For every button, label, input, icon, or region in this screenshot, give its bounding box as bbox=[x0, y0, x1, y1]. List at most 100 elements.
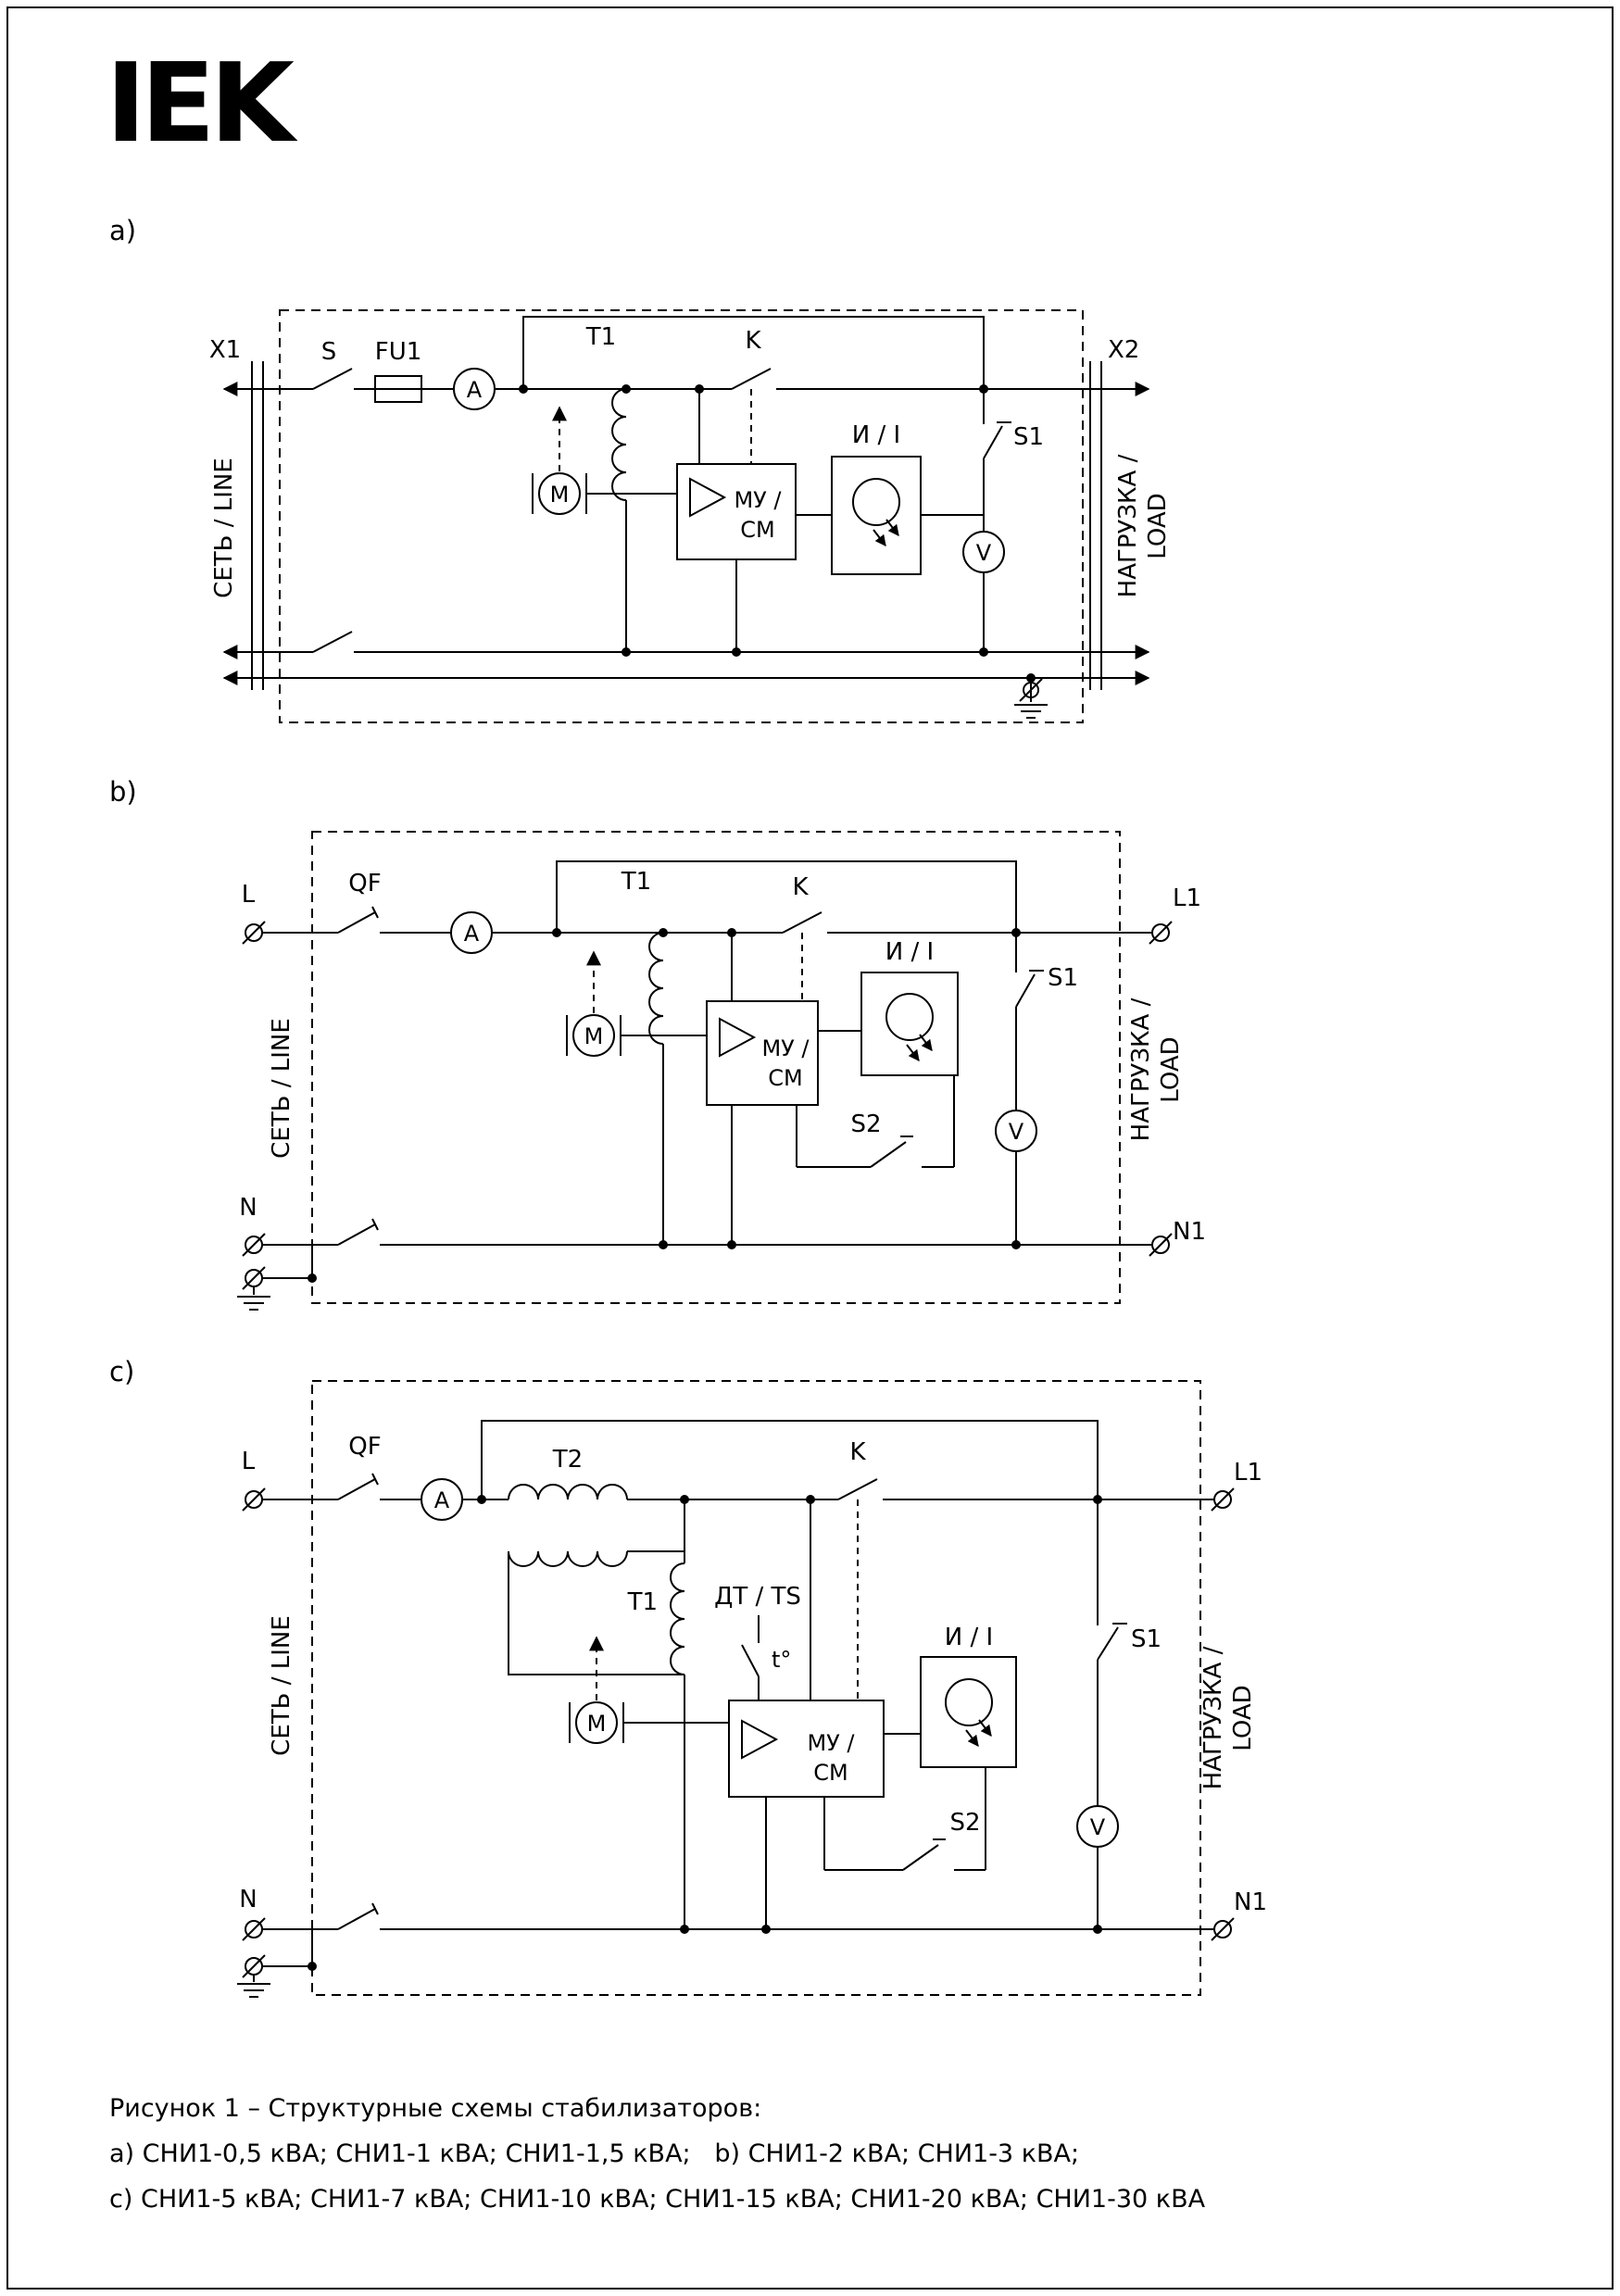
switch-s1-label: S1 bbox=[1131, 1625, 1162, 1653]
indicator-lamp-icon bbox=[852, 478, 900, 526]
load-side-label-2: LOAD bbox=[1157, 1036, 1185, 1102]
diagram-b-schematic: L QF A T1 K L1 M МУ / СМ И / I S1 S2 V N… bbox=[237, 831, 1206, 1311]
fuse-fu1 bbox=[374, 375, 422, 403]
amplifier-triangle-icon bbox=[689, 477, 727, 518]
ammeter-label: A bbox=[434, 1487, 450, 1513]
diagram-a-schematic: X1 X2 S FU1 A T1 K M МУ / СМ И / I S1 V … bbox=[209, 309, 1172, 723]
switch-s1 bbox=[1015, 933, 1044, 1110]
terminal-n1 bbox=[1149, 1233, 1173, 1257]
figure-caption: Рисунок 1 – Структурные схемы стабилизат… bbox=[109, 2086, 1205, 2222]
transformer-t1-label: T1 bbox=[585, 323, 616, 351]
indicator-label: И / I bbox=[852, 421, 900, 449]
ammeter-label: A bbox=[464, 921, 480, 947]
terminal-n1-label: N1 bbox=[1234, 1888, 1267, 1916]
control-unit-block bbox=[706, 1000, 819, 1106]
temperature-sensor bbox=[741, 1644, 760, 1677]
ground-symbol bbox=[237, 1954, 270, 1998]
circuit-wires bbox=[262, 1420, 1214, 1967]
stabilizer-enclosure-border bbox=[311, 831, 1121, 1304]
control-unit-label-line1: МУ / bbox=[734, 487, 782, 513]
autotransformer-t1-coil bbox=[648, 932, 664, 1045]
load-side-label-2: LOAD bbox=[1144, 493, 1172, 558]
autotransformer-t1-coil bbox=[670, 1562, 685, 1675]
terminal-n bbox=[242, 1233, 266, 1257]
voltmeter-label: V bbox=[976, 540, 992, 566]
control-unit-label-line1: МУ / bbox=[761, 1035, 810, 1061]
terminal-l1 bbox=[1149, 921, 1173, 945]
control-unit-label-line2: СМ bbox=[768, 1065, 802, 1091]
motor-label: M bbox=[550, 482, 570, 508]
switch-s1 bbox=[983, 389, 1011, 532]
caption-line-2: a) СНИ1-0,5 кВА; СНИ1-1 кВА; СНИ1-1,5 кВ… bbox=[109, 2139, 1080, 2168]
load-side-label-2: LOAD bbox=[1229, 1685, 1257, 1750]
indicator-label: И / I bbox=[885, 938, 934, 966]
input-terminal-x1 bbox=[251, 361, 264, 690]
terminal-n-label: N bbox=[239, 1886, 257, 1913]
amplifier-triangle-icon bbox=[741, 1719, 779, 1760]
control-unit-block bbox=[676, 463, 797, 560]
motor-m bbox=[532, 406, 677, 515]
terminal-n1-label: N1 bbox=[1173, 1218, 1206, 1246]
voltmeter bbox=[995, 1110, 1037, 1245]
circuit-wires bbox=[222, 316, 1150, 685]
terminal-x1-label: X1 bbox=[209, 336, 241, 364]
booster-transformer-t2-secondary-coil bbox=[508, 1550, 628, 1567]
control-unit-label-line2: СМ bbox=[740, 517, 774, 543]
autotransformer-t1-coil bbox=[611, 388, 627, 501]
switch-s bbox=[312, 368, 353, 653]
diagram-c-letter: c) bbox=[109, 1356, 135, 1387]
motor-label: M bbox=[584, 1023, 604, 1049]
line-side-label: СЕТЬ / LINE bbox=[268, 1615, 295, 1756]
diagram-b-letter: b) bbox=[109, 776, 137, 808]
ground-symbol bbox=[237, 1266, 270, 1311]
diagram-c-schematic: L QF A T2 T1 ДТ / TS t° K L1 M МУ / СМ И… bbox=[237, 1380, 1267, 1998]
transformer-t2-label: T2 bbox=[552, 1446, 583, 1474]
diagram-a-letter: a) bbox=[109, 215, 137, 246]
switch-s1-label: S1 bbox=[1048, 964, 1078, 992]
control-unit-label-line2: СМ bbox=[813, 1760, 848, 1786]
terminal-n-label: N bbox=[239, 1194, 257, 1222]
ammeter bbox=[421, 1478, 463, 1521]
switch-s2-label: S2 bbox=[949, 1809, 980, 1837]
switch-s2 bbox=[870, 1135, 913, 1168]
junction-dots bbox=[519, 384, 1036, 683]
breaker-qf bbox=[337, 906, 379, 1246]
switch-s-label: S bbox=[321, 338, 337, 366]
terminal-l1 bbox=[1211, 1487, 1235, 1512]
ammeter bbox=[450, 911, 493, 954]
voltmeter-label: V bbox=[1009, 1119, 1024, 1145]
load-side-label-1: НАГРУЗКА / bbox=[1127, 997, 1155, 1141]
iek-logo: IEK bbox=[106, 39, 295, 167]
stabilizer-enclosure-border bbox=[279, 309, 1084, 723]
ammeter bbox=[453, 368, 496, 410]
motor-m bbox=[569, 1636, 624, 1744]
contactor-k bbox=[782, 911, 823, 1001]
fuse-fu1-label: FU1 bbox=[375, 338, 422, 366]
stabilizer-enclosure-border bbox=[311, 1380, 1201, 1996]
ground-symbol bbox=[1014, 678, 1048, 719]
terminal-l-label: L bbox=[242, 881, 256, 909]
motor-label: M bbox=[587, 1711, 607, 1737]
terminal-l1-label: L1 bbox=[1234, 1459, 1262, 1487]
terminal-l-label: L bbox=[242, 1448, 256, 1475]
motor-m bbox=[566, 950, 707, 1057]
breaker-qf-label: QF bbox=[348, 1433, 381, 1461]
indicator-lamp-icon bbox=[885, 993, 934, 1041]
terminal-l bbox=[242, 1487, 266, 1512]
load-side-label-1: НАГРУЗКА / bbox=[1114, 454, 1142, 597]
switch-s1 bbox=[1097, 1499, 1127, 1806]
caption-line-1: Рисунок 1 – Структурные схемы стабилизат… bbox=[109, 2094, 762, 2123]
load-side-label-1: НАГРУЗКА / bbox=[1199, 1646, 1227, 1789]
indicator-block bbox=[920, 1656, 1017, 1768]
breaker-qf-label: QF bbox=[348, 870, 381, 897]
contactor-k-label: K bbox=[745, 327, 761, 355]
control-unit-block bbox=[728, 1700, 885, 1798]
temperature-sensor-label: ДТ / TS bbox=[714, 1583, 801, 1611]
terminal-l1-label: L1 bbox=[1173, 885, 1201, 912]
indicator-block bbox=[831, 456, 922, 575]
junction-dots bbox=[308, 1495, 1102, 1971]
indicator-block bbox=[860, 972, 959, 1076]
temperature-contact-label: t° bbox=[772, 1647, 791, 1673]
terminal-x2-label: X2 bbox=[1108, 336, 1139, 364]
voltmeter bbox=[962, 531, 1005, 652]
